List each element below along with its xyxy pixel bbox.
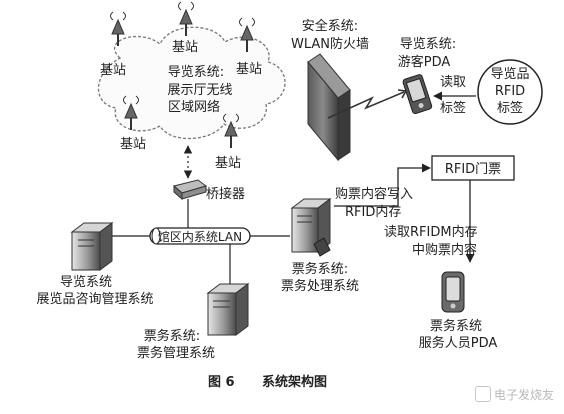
base-station-label: 基站	[120, 137, 146, 152]
base-station-label: 基站	[215, 156, 241, 171]
base-station-1: 基站	[100, 11, 126, 78]
server-mid-subtitle: 票务处理系统	[281, 278, 359, 294]
server-left-subtitle: 展览品咨询管理系统	[36, 291, 153, 307]
bridge-device: 桥接器	[172, 179, 245, 202]
ticket-label: RFID门票	[445, 162, 501, 177]
bridge-label: 桥接器	[206, 186, 245, 202]
antenna-icon	[178, 1, 194, 36]
server-bottom-title: 票务系统:	[144, 328, 200, 344]
server-bottom-subtitle: 票务管理系统	[137, 345, 215, 361]
base-station-2: 基站	[172, 1, 198, 55]
base-station-5: 基站	[215, 113, 241, 171]
figure-title: 系统架构图	[262, 374, 327, 390]
watermark-text: 电子发烧友	[493, 388, 554, 402]
exhibit-rfid-tag: 导览品 RFID 标签	[477, 59, 543, 125]
staff-pda-subtitle: 服务人员PDA	[419, 335, 498, 351]
security-title: 安全系统:	[302, 18, 358, 34]
read-tag-label-2: 标签	[440, 100, 466, 116]
rfid-tag-title: 导览品	[490, 66, 529, 82]
base-station-label: 基站	[172, 40, 198, 55]
pda-subtitle: 游客PDA	[398, 54, 451, 70]
write-label-2: RFID内存	[345, 204, 401, 220]
server-icon	[290, 198, 332, 253]
read-ticket-label: 读取RFIDM内存	[384, 224, 478, 240]
server-mid-title: 票务系统:	[292, 261, 348, 277]
server-exhibit-management: 导览系统 展览品咨询管理系统	[36, 222, 154, 307]
antenna-icon	[123, 95, 139, 130]
antenna-icon	[223, 113, 239, 148]
watermark: 电子发烧友	[474, 386, 554, 403]
pda-icon	[402, 74, 433, 115]
watermark-logo-icon	[474, 386, 491, 402]
pda-icon	[441, 271, 465, 313]
visitor-pda: 导览系统: 游客PDA	[398, 36, 456, 115]
antenna-icon	[110, 11, 126, 46]
cloud-subtitle-2: 区域网络	[168, 99, 220, 115]
write-arrow	[334, 163, 431, 207]
server-ticket-management: 票务系统: 票务管理系统	[137, 283, 250, 361]
security-subtitle: WLAN防火墙	[291, 36, 369, 52]
server-left-title: 导览系统	[60, 274, 112, 290]
rfid-ticket: RFID门票	[431, 155, 515, 181]
card-reader-icon	[313, 237, 331, 257]
wireless-cloud: 导览系统: 展示厅无线 区域网络	[97, 26, 286, 140]
cloud-title: 导览系统:	[168, 64, 224, 80]
antenna-icon	[239, 17, 255, 52]
lan-label: 馆区内系统LAN	[158, 229, 242, 244]
base-station-label: 基站	[236, 62, 262, 77]
write-label: 购票内容写入	[335, 186, 413, 202]
server-ticket-processing: 票务系统: 票务处理系统	[281, 198, 359, 294]
pda-title: 导览系统:	[400, 36, 456, 52]
rfid-tag-subtitle: RFID	[495, 84, 525, 99]
cloud-subtitle: 展示厅无线	[167, 83, 232, 98]
figure-number: 图 6	[208, 375, 235, 390]
lan-bus: 馆区内系统LAN	[149, 227, 251, 245]
read-tag-label: 读取	[440, 75, 466, 90]
read-ticket-label-2: 中购票内容	[412, 242, 477, 258]
base-station-label: 基站	[100, 63, 126, 78]
rfid-tag-subtitle-2: 标签	[497, 100, 523, 116]
staff-pda-title: 票务系统	[430, 318, 482, 334]
firewall: 安全系统: WLAN防火墙	[291, 18, 408, 162]
server-icon	[206, 283, 250, 336]
base-station-3: 基站	[236, 17, 262, 77]
base-station-4: 基站	[120, 95, 146, 152]
server-icon	[70, 222, 114, 271]
staff-pda: 票务系统 服务人员PDA	[419, 271, 498, 351]
firewall-icon	[307, 53, 351, 162]
